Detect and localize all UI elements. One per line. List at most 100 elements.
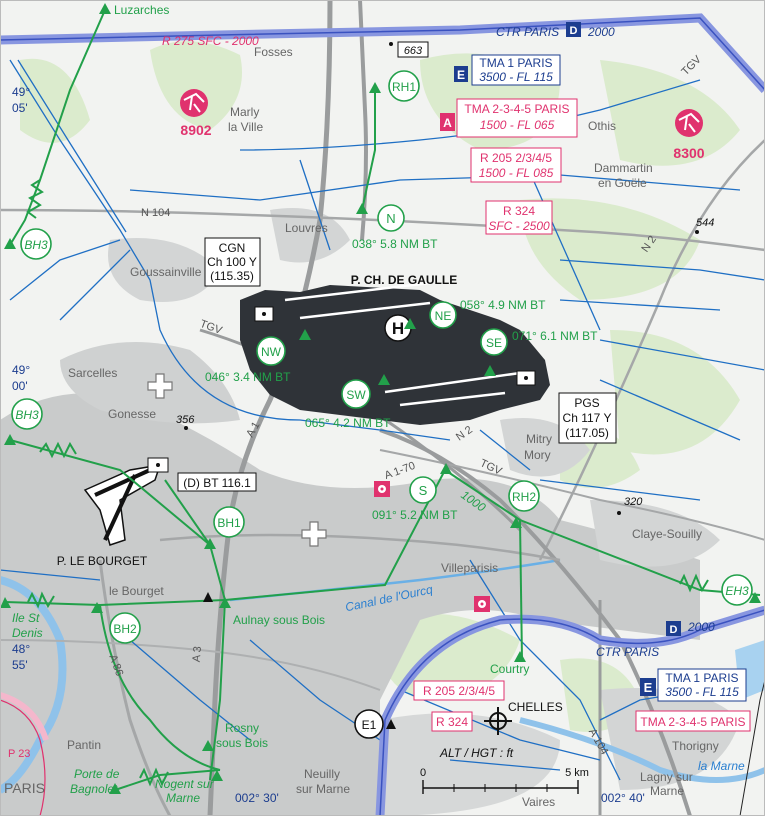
coordinate-labels: 49° 05' 49° 00' 48° 55' 002° 30' 002° 40… xyxy=(12,85,645,805)
town-claye-souilly: Claye-Souilly xyxy=(632,527,702,541)
ctr-top-alt: 2000 xyxy=(587,25,615,39)
town-porte-de: Porte de xyxy=(74,767,120,781)
town-la-ville: la Ville xyxy=(228,120,263,134)
route-zigzags xyxy=(26,179,709,787)
cgn-vor-line1: CGN xyxy=(219,241,246,255)
town-marly: Marly xyxy=(230,105,259,119)
tma1-top-class: E xyxy=(457,68,465,82)
bearing-n: 038° 5.8 NM BT xyxy=(352,237,438,251)
rp-nw: NW xyxy=(256,336,286,366)
town-labels: Luzarches Fosses Marly la Ville Othis Da… xyxy=(4,3,719,809)
spot-heights: 663 544 356 320 xyxy=(176,41,714,515)
rp-s-label: S xyxy=(419,483,428,498)
lat-48-55-deg: 48° xyxy=(12,642,30,656)
r324-bottom: R 324 xyxy=(436,715,468,729)
town-goussainville: Goussainville xyxy=(130,265,202,279)
cdg-name: P. CH. DE GAULLE xyxy=(351,273,457,287)
rp-eh3: EH3 xyxy=(721,574,753,606)
rp-ne-label: NE xyxy=(435,309,452,323)
town-denis: Denis xyxy=(12,626,43,640)
town-fosses: Fosses xyxy=(254,45,293,59)
svg-text:H: H xyxy=(392,319,404,338)
le-bourget-vor: (D) BT 116.1 xyxy=(183,476,251,490)
rp-sw-label: SW xyxy=(346,388,366,402)
town-dammartin: Dammartin xyxy=(594,161,653,175)
town-louvres: Louvres xyxy=(285,221,328,235)
rp-e1-label: E1 xyxy=(362,718,377,732)
town-lagny-marne: Marne xyxy=(650,784,684,798)
r324-top-line1: R 324 xyxy=(503,204,535,218)
rp-rh1: RH1 xyxy=(388,70,420,102)
town-neuilly: Neuilly xyxy=(304,767,340,781)
spot-height-663: 663 xyxy=(404,45,423,57)
parachute-zones: 8902 8300 xyxy=(180,89,705,161)
ctr-bottom-alt: 2000 xyxy=(687,620,715,634)
le-bourget-airport xyxy=(83,457,169,546)
tma2-top-class: A xyxy=(443,116,452,130)
rp-se-label: SE xyxy=(486,336,502,350)
rp-bh3-top-label: BH3 xyxy=(24,238,48,252)
rp-bh1: BH1 xyxy=(213,506,245,538)
rp-bh2-label: BH2 xyxy=(113,622,137,636)
tma2-top-line1: TMA 2-3-4-5 PARIS xyxy=(464,102,569,116)
town-courtry: Courtry xyxy=(490,662,529,676)
rp-rh2-label: RH2 xyxy=(512,490,536,504)
rp-sw: SW xyxy=(341,379,371,409)
town-othis: Othis xyxy=(588,119,616,133)
road-n104: N 104 xyxy=(141,207,170,219)
parachute-icon xyxy=(675,109,703,137)
town-le-bourget: le Bourget xyxy=(109,584,164,598)
road-a3: A 3 xyxy=(191,646,204,663)
rp-eh3-label: EH3 xyxy=(725,584,749,598)
bearing-ne: 058° 4.9 NM BT xyxy=(460,298,546,312)
rp-bh1-label: BH1 xyxy=(217,516,241,530)
lon-002-40: 002° 40' xyxy=(601,791,645,805)
cdg-airport: H xyxy=(240,281,550,425)
lat-49-05-deg: 49° xyxy=(12,85,30,99)
town-nogent-sur: Nogent sur xyxy=(155,777,215,791)
heliport-icons xyxy=(147,373,327,547)
town-pantin: Pantin xyxy=(67,738,101,752)
airport-labels: P. CH. DE GAULLE CGN Ch 100 Y (115.35) P… xyxy=(57,237,617,735)
town-sur-marne: sur Marne xyxy=(296,782,350,796)
r205-top-line1: R 205 2/3/4/5 xyxy=(480,151,552,165)
town-luzarches: Luzarches xyxy=(114,3,169,17)
rp-s: S xyxy=(409,476,437,504)
town-sarcelles: Sarcelles xyxy=(68,366,117,380)
bearing-s: 091° 5.2 NM BT xyxy=(372,508,458,522)
ctr-labels: CTR PARIS D 2000 CTR PARIS D 2000 xyxy=(496,22,715,659)
rp-n: N xyxy=(377,204,405,232)
rp-se: SE xyxy=(480,328,508,356)
bearing-se: 071° 6.1 NM BT xyxy=(512,329,598,343)
town-aulnay: Aulnay sous Bois xyxy=(233,613,325,627)
pgs-vor-line1: PGS xyxy=(574,396,599,410)
town-sous-bois: sous Bois xyxy=(216,736,268,750)
airspace-lines xyxy=(0,59,765,781)
scale-min-label: 0 xyxy=(420,767,426,779)
rp-nw-label: NW xyxy=(261,345,282,359)
town-lagny-sur: Lagny sur xyxy=(640,770,693,784)
obstacle-triangles xyxy=(203,592,396,729)
reporting-points: RH1 N NE SE NW SW S RH2 BH1 BH2 BH3 BH3 … xyxy=(11,70,753,739)
scale-max-label: 5 km xyxy=(565,767,589,779)
chelles-airfield-icon xyxy=(484,707,512,735)
cgn-vor-line3: (115.35) xyxy=(210,269,254,283)
pgs-vor-line2: Ch 117 Y xyxy=(563,411,612,425)
tma2-top-line2: 1500 - FL 065 xyxy=(480,118,555,132)
r275-label: R 275 SFC - 2000 xyxy=(162,34,259,48)
ctr-boundary xyxy=(0,13,765,816)
restricted-labels: R 275 SFC - 2000 R 205 2/3/4/5 1500 - FL… xyxy=(162,34,562,732)
scale-bar: 0 5 km xyxy=(420,767,589,794)
cgn-vor-line2: Ch 100 Y xyxy=(207,255,257,269)
rp-bh2: BH2 xyxy=(109,612,141,644)
beacon-icons xyxy=(374,481,490,612)
ctr-bottom-label: CTR PARIS xyxy=(596,645,659,659)
town-thorigny: Thorigny xyxy=(672,739,719,753)
bearing-nw: 046° 3.4 NM BT xyxy=(205,370,291,384)
lon-002-30: 002° 30' xyxy=(235,791,279,805)
town-en-goele: en Goële xyxy=(598,176,647,190)
town-bagnolet: Bagnolet xyxy=(70,782,118,796)
water-la-marne: la Marne xyxy=(698,759,745,773)
